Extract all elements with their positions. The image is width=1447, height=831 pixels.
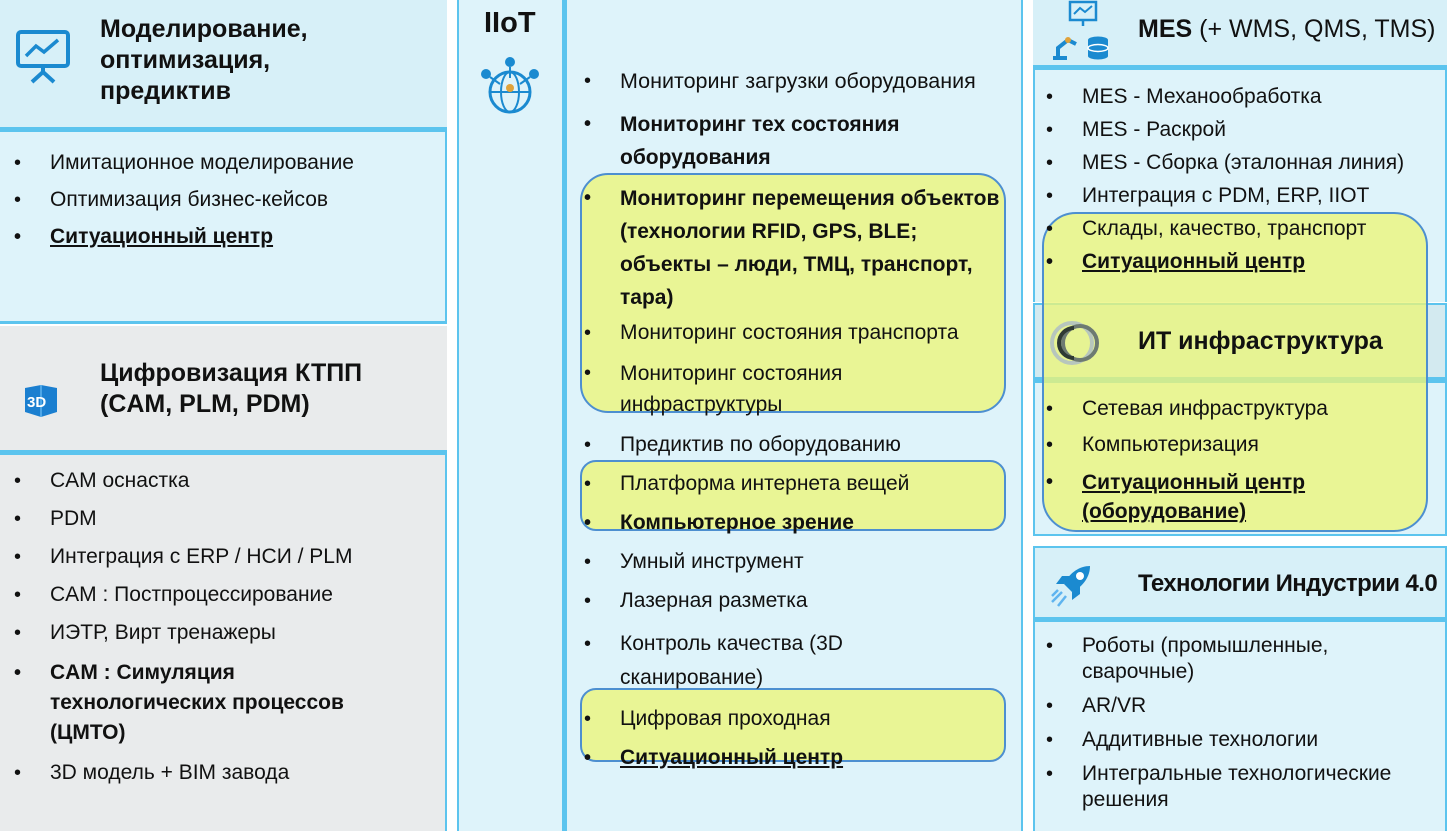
modeling-header <box>0 0 447 128</box>
it-list: Сетевая инфраструктура Компьютеризация С… <box>1046 396 1426 526</box>
mes-title: MES (+ WMS, QMS, TMS) <box>1138 14 1435 45</box>
list-item: Сетевая инфраструктура <box>1046 396 1426 422</box>
mes-title-bold: MES <box>1138 15 1193 43</box>
industry-header <box>1033 546 1447 618</box>
modeling-title: Моделирование, оптимизация, предиктив <box>100 15 308 105</box>
it-title: ИТ инфраструктура <box>1138 327 1383 355</box>
list-item: Интегральные технологические решения <box>1046 761 1422 813</box>
list-item: Мониторинг состояния инфраструктуры <box>584 358 920 420</box>
svg-text:3D: 3D <box>27 394 46 411</box>
rocket-icon <box>1050 562 1096 608</box>
ktpp-header <box>0 326 447 451</box>
presentation-chart-icon <box>14 26 72 84</box>
list-item: Предиктив по оборудованию <box>584 432 1004 458</box>
list-item: Мониторинг загрузки оборудования <box>584 68 1004 94</box>
mes-title-rest: (+ WMS, QMS, TMS) <box>1192 15 1436 43</box>
list-item: Компьютеризация <box>1046 432 1426 458</box>
list-item: Мониторинг тех состояния оборудования <box>584 108 950 174</box>
list-item: Компьютерное зрение <box>584 510 1004 536</box>
separator <box>1033 617 1447 622</box>
list-item: 3D модель + BIM завода <box>14 760 414 786</box>
list-item: Ситуационный центр (оборудование) <box>1046 468 1382 526</box>
industry-title: Технологии Индустрии 4.0 <box>1138 570 1438 597</box>
separator <box>1033 65 1447 70</box>
list-item: MES - Сборка (эталонная линия) <box>1046 150 1436 176</box>
list-item: Ситуационный центр <box>1046 249 1436 275</box>
mes-list: MES - Механообработка MES - Раскрой MES … <box>1046 84 1436 275</box>
list-item: ИЭТР, Вирт тренажеры <box>14 620 414 646</box>
list-item: Умный инструмент <box>584 549 1004 575</box>
separator <box>0 127 447 132</box>
industry-list: Роботы (промышленные, сварочные) AR/VR А… <box>1046 633 1426 813</box>
list-item: Интеграция с ERP / НСИ / PLM <box>14 544 414 570</box>
iiot-divider <box>562 0 567 831</box>
iiot-title: IIoT <box>484 7 536 39</box>
list-item: Ситуационный центр <box>14 224 434 250</box>
list-item: Мониторинг состояния транспорта <box>584 320 1004 346</box>
3d-cube-icon: 3D <box>22 384 60 418</box>
rings-icon <box>1048 318 1104 368</box>
list-item: AR/VR <box>1046 693 1426 719</box>
list-item: Ситуационный центр <box>584 745 1004 771</box>
network-globe-icon <box>478 54 542 118</box>
list-item: Лазерная разметка <box>584 588 1004 614</box>
ktpp-title: Цифровизация КТПП (CAM, PLM, PDM) <box>100 359 363 418</box>
list-item: Интеграция с PDM, ERP, IIOT <box>1046 183 1436 209</box>
list-item: PDM <box>14 506 414 532</box>
list-item: Платформа интернета вещей <box>584 471 1004 497</box>
list-item: Имитационное моделирование <box>14 150 434 176</box>
list-item: MES - Раскрой <box>1046 117 1436 143</box>
list-item: Оптимизация бизнес-кейсов <box>14 187 434 213</box>
list-item: Мониторинг перемещения объектов (техноло… <box>584 182 1000 314</box>
ktpp-list: CAM оснастка PDM Интеграция с ERP / НСИ … <box>14 468 414 786</box>
separator <box>0 450 447 455</box>
list-item: MES - Механообработка <box>1046 84 1436 110</box>
list-item: Цифровая проходная <box>584 706 1004 732</box>
list-item: CAM : Постпроцессирование <box>14 582 414 608</box>
list-item: CAM : Симуляция технологических процессо… <box>14 658 380 748</box>
iiot-list: Мониторинг загрузки оборудования Монитор… <box>584 68 1004 771</box>
list-item: Роботы (промышленные, сварочные) <box>1046 633 1352 685</box>
modeling-list: Имитационное моделирование Оптимизация б… <box>14 150 434 250</box>
factory-robot-icon <box>1050 0 1112 62</box>
list-item: Склады, качество, транспорт <box>1046 216 1436 242</box>
list-item: Контроль качества (3D сканирование) <box>584 627 910 695</box>
list-item: Аддитивные технологии <box>1046 727 1426 753</box>
list-item: CAM оснастка <box>14 468 414 494</box>
